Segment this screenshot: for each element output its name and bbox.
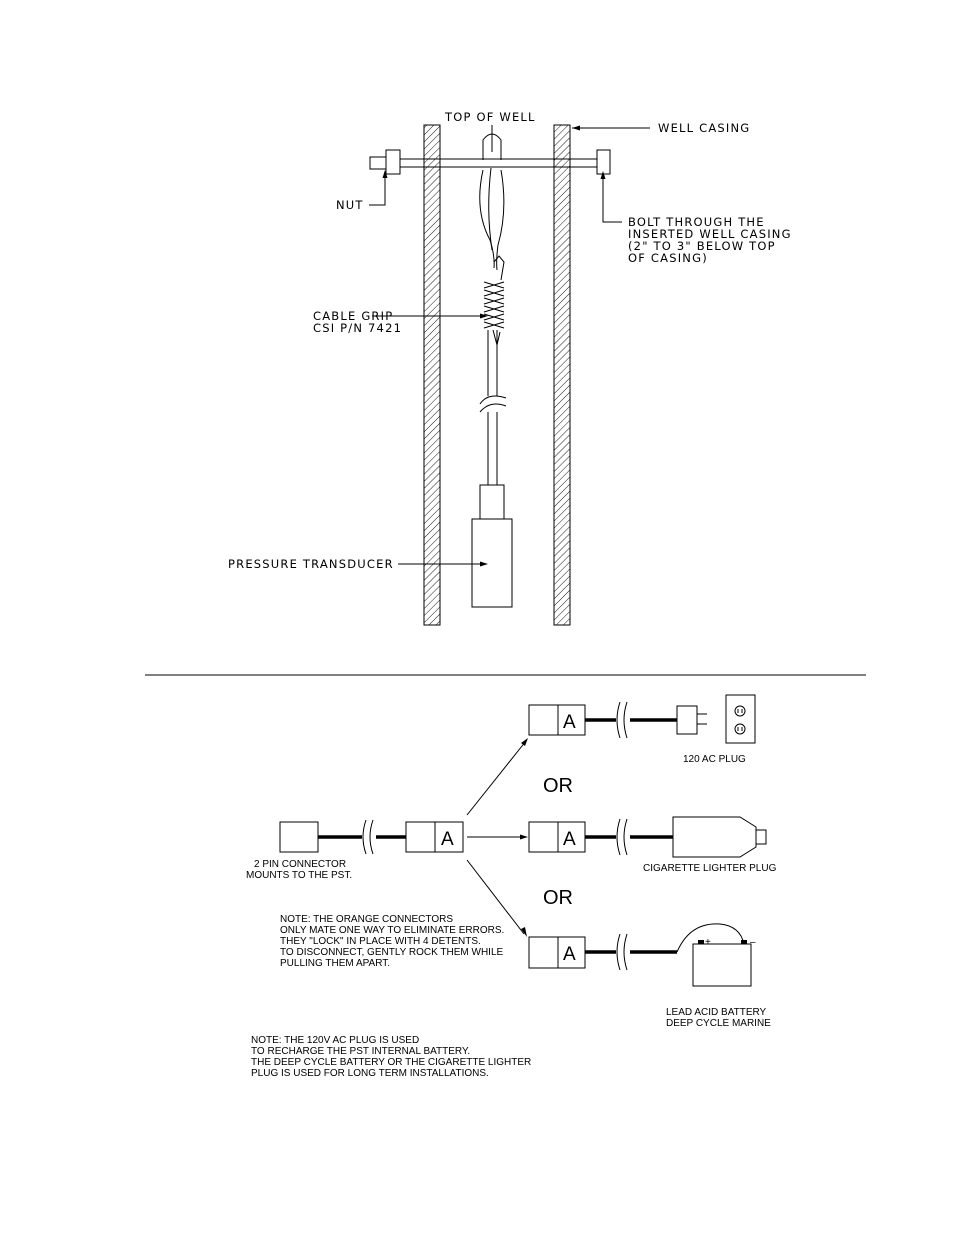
label-top-of-well: TOP OF WELL xyxy=(444,110,536,124)
svg-text:OF CASING): OF CASING) xyxy=(628,251,708,265)
well-diagram: TOP OF WELL WELL CASING NUT BOLT THROUGH… xyxy=(228,110,792,626)
svg-text:A: A xyxy=(441,829,454,850)
casing-wall-right xyxy=(553,124,571,626)
svg-text:ONLY MATE ONE WAY TO ELIMINATE: ONLY MATE ONE WAY TO ELIMINATE ERRORS. xyxy=(280,925,504,936)
label-pin-connector: 2 PIN CONNECTOR MOUNTS TO THE PST. xyxy=(246,859,352,881)
label-or-2: OR xyxy=(543,887,573,909)
wall-outlet-icon xyxy=(725,694,756,744)
svg-text:INSERTED WELL CASING: INSERTED WELL CASING xyxy=(628,227,792,241)
svg-text:PLUG IS USED FOR LONG TERM INS: PLUG IS USED FOR LONG TERM INSTALLATIONS… xyxy=(251,1068,489,1079)
svg-text:PULLING THEM APART.: PULLING THEM APART. xyxy=(280,958,390,969)
route-arrows xyxy=(466,738,528,937)
label-or-1: OR xyxy=(543,775,573,797)
source-connector: A xyxy=(405,821,464,853)
svg-text:CABLE GRIP: CABLE GRIP xyxy=(313,309,393,323)
label-bolt: BOLT THROUGH THE INSERTED WELL CASING (2… xyxy=(628,215,792,265)
label-cigarette-plug: CIGARETTE LIGHTER PLUG xyxy=(643,863,777,874)
svg-text:2 PIN CONNECTOR: 2 PIN CONNECTOR xyxy=(254,859,346,870)
svg-text:A: A xyxy=(563,829,576,850)
svg-text:TO RECHARGE THE PST INTERNAL B: TO RECHARGE THE PST INTERNAL BATTERY. xyxy=(251,1046,470,1057)
svg-text:(2" TO 3" BELOW TOP: (2" TO 3" BELOW TOP xyxy=(628,239,776,253)
wiring-diagram: A 2 PIN CONNECTOR MOUNTS TO THE PST. A xyxy=(246,694,777,1079)
svg-text:LEAD ACID BATTERY: LEAD ACID BATTERY xyxy=(666,1007,767,1018)
svg-text:DEEP CYCLE MARINE: DEEP CYCLE MARINE xyxy=(666,1018,771,1029)
label-cable-grip: CABLE GRIP CSI P/N 7421 xyxy=(313,309,402,335)
transducer-cable xyxy=(478,330,508,485)
note-plug: NOTE: THE 120V AC PLUG IS USED TO RECHAR… xyxy=(251,1035,531,1079)
connector-ac: A xyxy=(528,704,586,736)
svg-text:CSI P/N 7421: CSI P/N 7421 xyxy=(313,321,402,335)
pin-connector-block xyxy=(279,821,319,853)
svg-text:A: A xyxy=(563,712,576,733)
svg-text:BOLT THROUGH THE: BOLT THROUGH THE xyxy=(628,215,765,229)
cable-hook xyxy=(479,133,505,271)
label-nut: NUT xyxy=(336,198,364,212)
svg-text:–: – xyxy=(750,937,756,948)
cigarette-lighter-plug-icon xyxy=(672,816,767,858)
casing-wall-left xyxy=(423,124,441,626)
connector-battery: A xyxy=(528,936,586,969)
svg-text:THEY "LOCK" IN PLACE WITH 4 DE: THEY "LOCK" IN PLACE WITH 4 DETENTS. xyxy=(280,936,481,947)
label-ac-plug: 120 AC PLUG xyxy=(683,754,746,765)
ac-plug-icon xyxy=(676,705,707,735)
svg-text:TO DISCONNECT, GENTLY ROCK THE: TO DISCONNECT, GENTLY ROCK THEM WHILE xyxy=(280,947,504,958)
svg-text:THE DEEP CYCLE BATTERY OR THE: THE DEEP CYCLE BATTERY OR THE CIGARETTE … xyxy=(251,1057,531,1068)
svg-text:MOUNTS TO THE PST.: MOUNTS TO THE PST. xyxy=(246,870,352,881)
label-pressure-transducer: PRESSURE TRANSDUCER xyxy=(228,557,394,571)
svg-text:NOTE: THE ORANGE CONNECTORS: NOTE: THE ORANGE CONNECTORS xyxy=(280,914,453,925)
bolt xyxy=(369,149,611,175)
svg-text:+: + xyxy=(705,937,711,948)
svg-text:NOTE: THE 120V AC PLUG IS USED: NOTE: THE 120V AC PLUG IS USED xyxy=(251,1035,419,1046)
note-connectors: NOTE: THE ORANGE CONNECTORS ONLY MATE ON… xyxy=(280,914,504,969)
svg-text:A: A xyxy=(563,944,576,965)
cable-grip xyxy=(483,255,505,346)
label-well-casing: WELL CASING xyxy=(658,121,750,135)
battery-icon: + – xyxy=(692,937,756,987)
pressure-transducer xyxy=(471,484,513,608)
connector-cigarette: A xyxy=(528,821,586,853)
label-battery: LEAD ACID BATTERY DEEP CYCLE MARINE xyxy=(666,1007,771,1029)
